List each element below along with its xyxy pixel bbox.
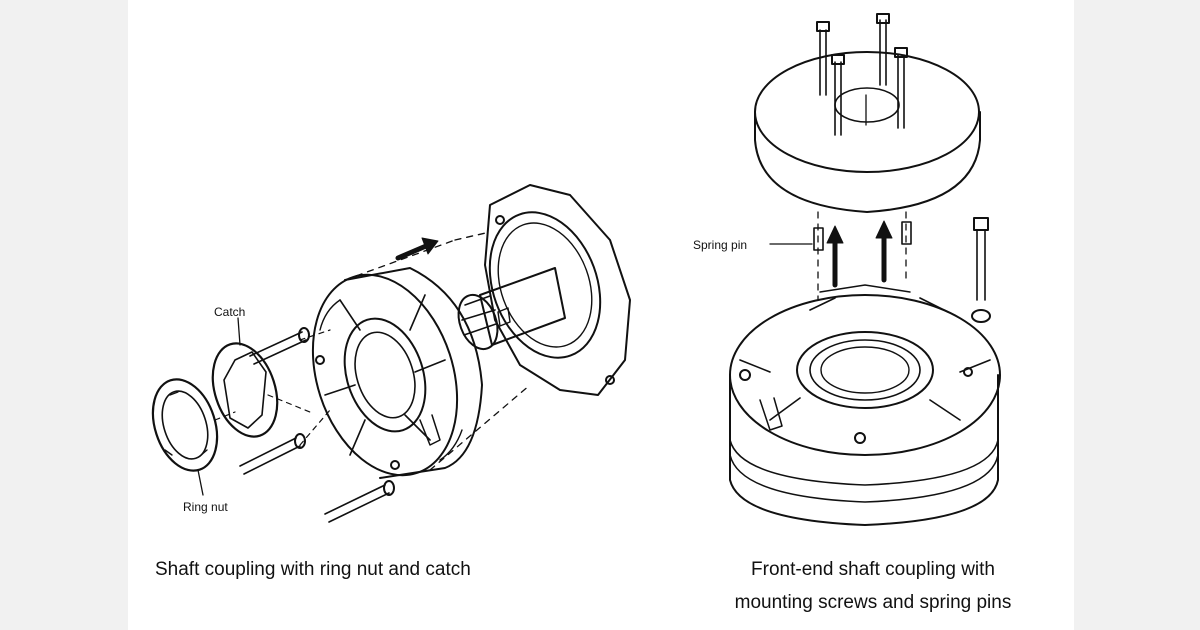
guide-lines xyxy=(817,211,907,301)
mounting-screws xyxy=(239,327,395,523)
left-caption: Shaft coupling with ring nut and catch xyxy=(155,559,471,580)
shaft xyxy=(457,267,566,351)
side-screw xyxy=(971,217,991,323)
spring-pin-label: Spring pin xyxy=(693,238,747,252)
assembly-arrow xyxy=(395,237,439,261)
ring-nut-label: Ring nut xyxy=(183,500,228,514)
catch-label: Catch xyxy=(214,305,245,319)
figure-panel xyxy=(128,0,1074,630)
catch-ring xyxy=(211,317,311,438)
coupling-body xyxy=(311,239,531,479)
lift-arrows xyxy=(826,220,893,288)
ring-nut xyxy=(151,378,236,496)
flange-plate xyxy=(454,184,631,396)
top-screws xyxy=(816,13,908,136)
right-caption-line-2: mounting screws and spring pins xyxy=(735,592,1012,613)
base-coupling xyxy=(729,284,1001,526)
right-assembly xyxy=(729,13,1001,526)
spring-pins xyxy=(769,221,912,251)
right-caption-line-1: Front-end shaft coupling with xyxy=(751,559,995,580)
top-disk xyxy=(754,51,981,213)
left-assembly xyxy=(151,184,631,523)
